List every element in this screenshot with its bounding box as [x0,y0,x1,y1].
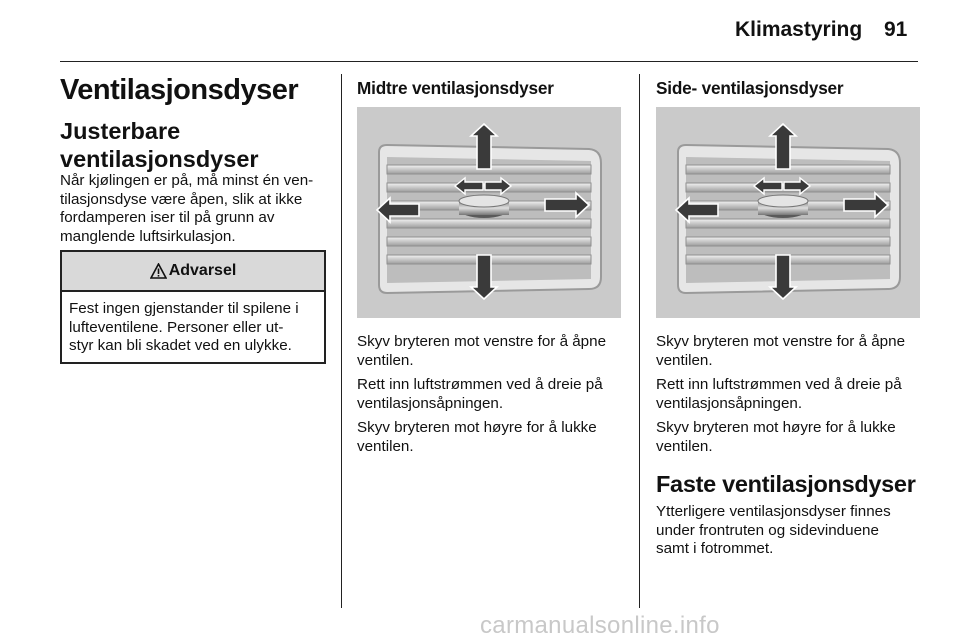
text-line: tilasjonsdyse være åpen, slik at ikke [60,190,303,208]
side-vents-heading: Side- ventilasjonsdyser [656,78,844,98]
paragraph-close: Skyv bryteren mot høyre for å lukke vent… [357,419,627,456]
subsection-title: Justerbare ventilasjonsdyser [60,118,259,172]
text-line: Skyv bryteren mot høyre for å lukke [656,419,896,437]
text-line: lufteventilene. Personer eller ut- [69,318,284,336]
warning-box: Advarsel Fest ingen gjenstander til spil… [60,250,326,364]
center-vents-heading: Midtre ventilasjonsdyser [357,78,554,98]
text-line: Skyv bryteren mot høyre for å lukke [357,419,597,437]
warning-triangle-icon [149,263,167,279]
paragraph-open: Skyv bryteren mot venstre for å åpne ven… [656,333,926,370]
paragraph-direct: Rett inn luftstrømmen ved å dreie på ven… [656,376,926,413]
text-line: Fest ingen gjenstander til spilene i [69,300,299,317]
text-line: Ytterligere ventilasjonsdyser finnes [656,503,891,520]
text-line: ventilen. [656,437,713,455]
column-divider-2 [639,74,640,608]
section-title: Ventilasjonsdyser [60,74,299,106]
fixed-vents-text: Ytterligere ventilasjonsdyser finnes und… [656,503,926,559]
text-line: ventilen. [357,437,414,455]
text-line: Rett inn luftstrømmen ved å dreie på [357,376,603,394]
text-line: fordamperen iser til på grunn av [60,209,275,227]
center-vents-text: Skyv bryteren mot venstre for å åpne ven… [357,333,627,463]
paragraph-direct: Rett inn luftstrømmen ved å dreie på ven… [357,376,627,413]
paragraph-close: Skyv bryteren mot høyre for å lukke vent… [656,419,926,456]
center-vent-illustration [357,107,621,318]
text-line: ventilen. [656,351,713,369]
page-number: 91 [884,18,908,41]
text-line: Skyv bryteren mot venstre for å åpne [656,333,906,350]
text-line: Når kjølingen er på, må minst én ven- [60,172,314,189]
warning-text: Fest ingen gjenstander til spilene i luf… [62,292,324,356]
text-line: ventilen. [357,351,414,369]
header-divider [60,61,918,62]
side-vent-illustration [656,107,920,318]
text-line: Rett inn luftstrømmen ved å dreie på [656,376,902,394]
side-vents-text: Skyv bryteren mot venstre for å åpne ven… [656,333,926,463]
text-line: samt i fotrommet. [656,540,774,558]
text-line: ventilasjonsåpningen. [357,394,504,412]
warning-header: Advarsel [62,252,324,292]
warning-title: Advarsel [168,262,237,279]
running-header-title: Klimastyring [735,18,863,41]
text-line: styr kan bli skadet ved en ulykke. [69,337,292,355]
column-divider-1 [341,74,342,608]
text-line: Skyv bryteren mot venstre for å åpne [357,333,607,350]
watermark: carmanualsonline.info [480,612,720,639]
text-line: manglende luftsirkulasjon. [60,227,236,245]
fixed-vents-heading: Faste ventilasjonsdyser [656,471,916,497]
paragraph-open: Skyv bryteren mot venstre for å åpne ven… [357,333,627,370]
intro-paragraph: Når kjølingen er på, må minst én ven- ti… [60,172,335,246]
text-line: ventilasjonsåpningen. [656,394,803,412]
text-line: under frontruten og sidevinduene [656,521,879,539]
